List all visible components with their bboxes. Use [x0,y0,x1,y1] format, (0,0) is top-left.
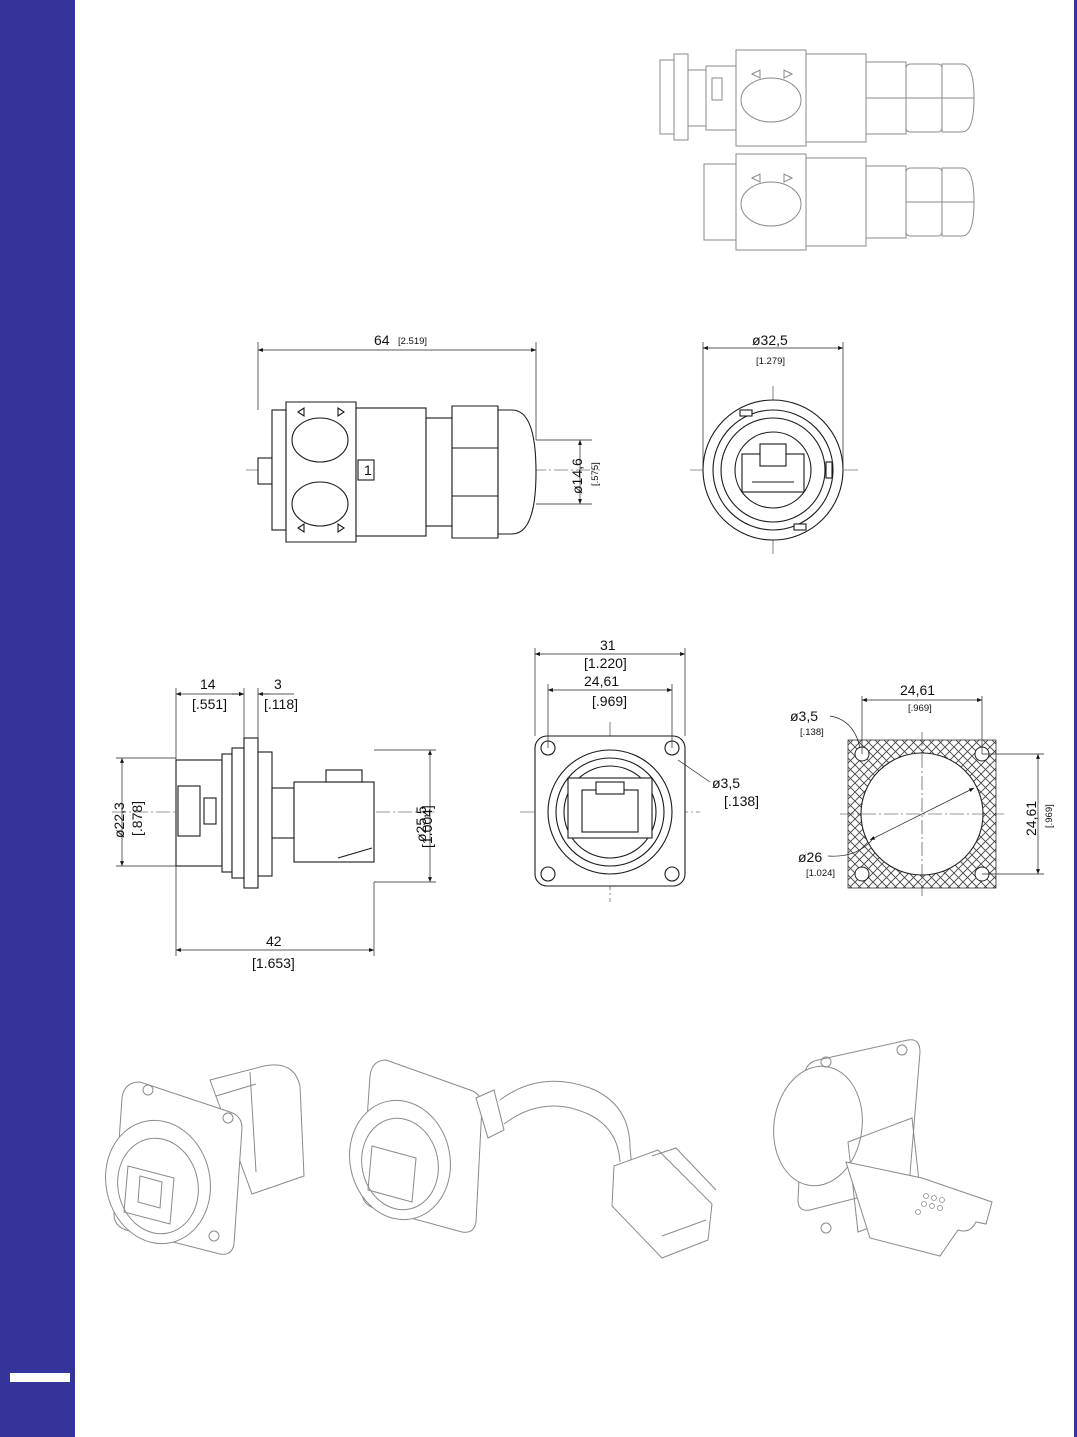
panel-cutout [840,732,1004,896]
flange-front-view [520,722,700,902]
front-dia-inch: [1.279] [756,356,785,367]
side-length-label: 64 [374,332,390,348]
panel-length-inch: [1.653] [252,955,295,971]
dimension-panel-rear-dia: ø25,5 [1.004] [374,750,436,882]
dimension-side-cable-dia: ø14,6 [.575] [536,440,601,504]
panel-depth-front-label: 14 [200,676,216,692]
top-single-connector [704,154,974,250]
plug-front-view [690,386,858,556]
iso-receptacle-with-pcb [766,1040,992,1256]
panel-thickness-inch: [.118] [264,696,298,712]
iso-receptacle-with-housing [94,1065,304,1254]
cutout-spacing-v-label: 24,61 [1023,801,1039,836]
flange-hole-dia-inch: [.138] [724,793,759,809]
side-ring-mark: 1 [364,462,372,478]
flange-hole-dia-label: ø3,5 [712,775,740,791]
flange-hole-spacing-label: 24,61 [584,673,619,689]
dimension-panel-depths: 14 [.551] 3 [.118] [176,676,298,760]
flange-width-label: 31 [600,637,616,653]
panel-length-label: 42 [266,933,282,949]
flange-width-inch: [1.220] [584,655,627,671]
top-mated-connector [660,50,974,146]
cutout-hole-dia-label: ø3,5 [790,708,818,724]
receptacle-side-view [112,738,436,888]
iso-receptacle-with-cable [339,1060,716,1258]
cutout-hole-dia-inch: [.138] [800,727,824,738]
cutout-spacing-v-inch: [.969] [1044,804,1055,828]
front-dia-label: ø32,5 [752,332,788,348]
panel-body-dia-inch: [.878] [129,801,145,836]
cutout-center-dia-label: ø26 [798,849,822,865]
panel-thickness-label: 3 [274,676,282,692]
panel-depth-front-inch: [.551] [192,696,227,712]
cutout-center-dia-inch: [1.024] [806,868,835,879]
side-length-inch: [2.519] [398,336,427,347]
cutout-spacing-h-inch: [.969] [908,703,932,714]
cutout-spacing-h-label: 24,61 [900,682,935,698]
panel-rear-dia-inch: [1.004] [419,805,435,848]
side-cable-dia-inch: [.575] [590,462,601,486]
flange-hole-spacing-inch: [.969] [592,693,627,709]
panel-body-dia-label: ø22,3 [111,802,127,838]
side-cable-dia-label: ø14,6 [569,458,585,494]
plug-side-view: 1 [246,402,600,542]
dimension-panel-length: 42 [1.653] [176,866,374,971]
